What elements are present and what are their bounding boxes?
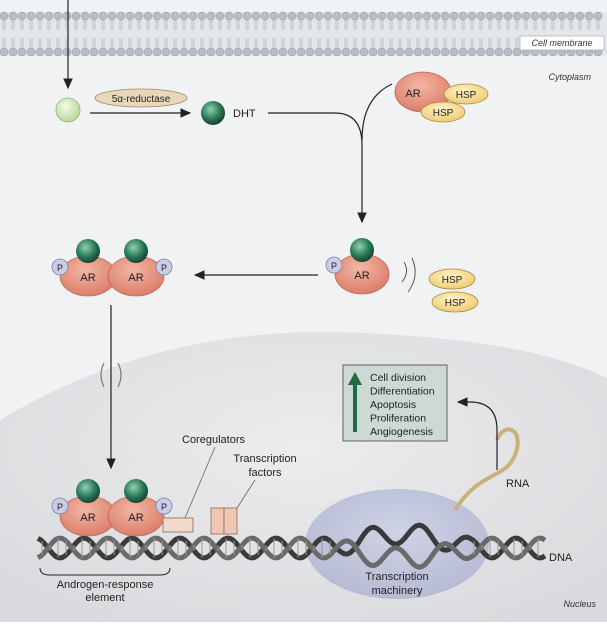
cell-membrane: Cell membrane — [0, 11, 607, 57]
tf-label-line1: Transcription — [233, 453, 296, 465]
phosphate-badge — [155, 258, 173, 276]
effect-item: Apoptosis — [370, 399, 416, 411]
phosphate-badge — [155, 497, 173, 515]
phosphate-label: P — [331, 261, 337, 271]
hsp-label: HSP — [442, 275, 463, 286]
dna-label: DNA — [549, 552, 573, 564]
cytoplasm-label: Cytoplasm — [548, 72, 591, 82]
nuclear-pore — [100, 362, 122, 388]
effects-box: Cell divisionDifferentiationApoptosisPro… — [342, 364, 448, 442]
coregulator-block — [162, 517, 194, 533]
hsp-protein — [428, 268, 476, 290]
effect-item: Proliferation — [370, 413, 426, 425]
phosphate-badge — [51, 258, 69, 276]
machinery-label-line1: Transcription — [365, 571, 428, 583]
ar-label: AR — [80, 512, 95, 524]
ar-dht-bound: P AR — [325, 238, 390, 295]
dht-sphere — [124, 479, 148, 503]
ar-label: AR — [128, 512, 143, 524]
cell-membrane-label: Cell membrane — [531, 38, 592, 48]
machinery-label-line2: machinery — [372, 585, 423, 597]
testosterone-sphere — [55, 97, 81, 123]
dht-sphere — [350, 238, 374, 262]
effect-item: Differentiation — [370, 386, 435, 398]
transcription-factor-block — [210, 507, 225, 535]
are-label-line2: element — [85, 592, 124, 604]
coregulators-label: Coregulators — [182, 434, 245, 446]
phosphate-badge — [325, 256, 343, 274]
transcription-factor-block — [223, 507, 238, 535]
dht-sphere — [201, 101, 225, 125]
are-bracket — [39, 567, 171, 576]
ar-dimer-cytoplasm: P P AR AR — [51, 239, 173, 297]
dht-sphere — [76, 479, 100, 503]
rna-label: RNA — [506, 478, 530, 490]
phosphate-label: P — [161, 502, 167, 512]
effects-up-arrow-icon — [348, 372, 362, 385]
phosphate-label: P — [57, 502, 63, 512]
tf-label-line2: factors — [248, 467, 282, 479]
tf-pointer — [236, 479, 256, 509]
effect-item: Cell division — [370, 372, 426, 384]
enzyme-badge — [94, 88, 188, 108]
ar-label: AR — [405, 88, 420, 100]
are-label-line1: Androgen-response — [57, 579, 154, 591]
ar-label: AR — [128, 272, 143, 284]
dht-sphere — [124, 239, 148, 263]
ar-dimer-dna: P P AR AR — [51, 479, 173, 537]
phosphate-badge — [51, 497, 69, 515]
dht-sphere — [76, 239, 100, 263]
hsp-protein — [431, 291, 479, 313]
coregulator-pointer — [184, 446, 216, 519]
dissociation-lines — [401, 257, 416, 293]
hsp-label: HSP — [445, 298, 466, 309]
dht-label: DHT — [233, 108, 256, 120]
effect-item: Angiogenesis — [370, 426, 433, 438]
hsp-label: HSP — [456, 90, 477, 101]
phosphate-label: P — [161, 263, 167, 273]
ar-release-curve — [361, 83, 393, 141]
ar-label: AR — [354, 270, 369, 282]
ar-hsp-complex: AR HSP HSP — [394, 71, 489, 123]
nucleus-label: Nucleus — [563, 599, 596, 609]
ar-label: AR — [80, 272, 95, 284]
hsp-label: HSP — [433, 108, 454, 119]
hsp-protein — [443, 83, 489, 105]
hsp-protein — [420, 101, 466, 123]
enzyme-label: 5α-reductase — [112, 94, 171, 105]
dna-helix — [36, 522, 547, 570]
phosphate-label: P — [57, 263, 63, 273]
rna-strand — [453, 427, 520, 512]
dht-binding-arrow — [268, 112, 367, 224]
effects-arrow — [456, 397, 498, 470]
